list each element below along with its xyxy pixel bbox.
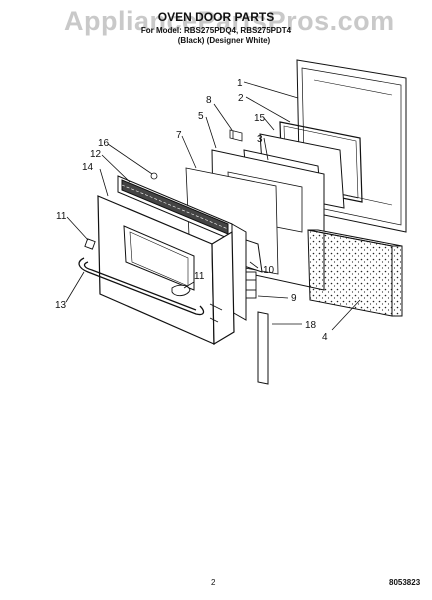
callout-labels: 1 2 15 8 5 3 7 16 12 14 11 13 10 11 9 4 … <box>55 78 328 343</box>
callout-label: 18 <box>305 320 317 331</box>
callout-label: 7 <box>176 130 182 141</box>
door-clip <box>229 129 243 142</box>
hinge-receptacle <box>243 271 257 299</box>
callout-label: 16 <box>98 138 110 149</box>
callout-label: 11 <box>56 211 67 222</box>
callout-label: 15 <box>254 113 266 124</box>
outer-door-panel <box>97 195 235 346</box>
callout-label: 14 <box>82 162 94 173</box>
leader-lines <box>65 81 361 331</box>
callout-label: 8 <box>206 95 212 106</box>
document-number: 8053823 <box>389 578 421 587</box>
door-insulation <box>307 229 403 317</box>
model-line: For Model: RBS275PDQ4, RBS275PDT4 <box>140 26 292 35</box>
color-line: (Black) (Designer White) <box>177 36 271 45</box>
callout-label: 2 <box>238 93 244 104</box>
page-number: 2 <box>211 578 216 587</box>
callout-label: 11 <box>194 271 205 282</box>
side-trim-strip <box>257 311 269 385</box>
callout-label: 3 <box>257 134 263 145</box>
callout-label: 1 <box>237 78 243 89</box>
handle-end-caps <box>84 238 191 297</box>
callout-label: 10 <box>263 265 275 276</box>
callout-label: 9 <box>291 293 297 304</box>
callout-label: 4 <box>322 332 328 343</box>
door-handle <box>78 257 205 316</box>
trim-screw <box>150 172 158 180</box>
callout-label: 5 <box>198 111 204 122</box>
site-watermark: AppliancePartsPros.com <box>64 6 395 36</box>
callout-label: 12 <box>90 149 102 160</box>
diagram-title: OVEN DOOR PARTS <box>157 10 275 24</box>
callout-label: 13 <box>55 300 67 311</box>
